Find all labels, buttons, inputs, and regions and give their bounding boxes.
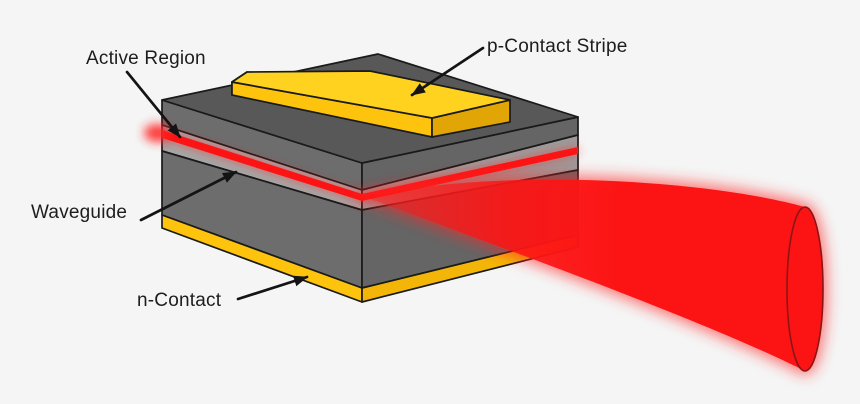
annotation-arrows — [125, 46, 485, 301]
active-region-arrow — [125, 70, 182, 139]
p-contact-stripe-bar — [231, 70, 511, 138]
active-region-left-edge-glow — [144, 124, 170, 142]
beam-end-cap — [786, 206, 824, 372]
waveguide-arrow — [139, 170, 238, 222]
beam-cone — [365, 179, 823, 371]
active-region-stripe-front — [162, 130, 362, 201]
p-contact-stripe-arrow — [410, 46, 485, 97]
laser-beam — [349, 175, 828, 376]
n-contact-arrow — [236, 275, 309, 301]
label-p-contact-stripe: p-Contact Stripe — [487, 36, 628, 57]
label-n-contact: n-Contact — [137, 290, 222, 311]
label-waveguide: Waveguide — [31, 202, 128, 223]
label-active-region: Active Region — [86, 48, 206, 69]
p-stripe-top-face — [231, 70, 511, 119]
